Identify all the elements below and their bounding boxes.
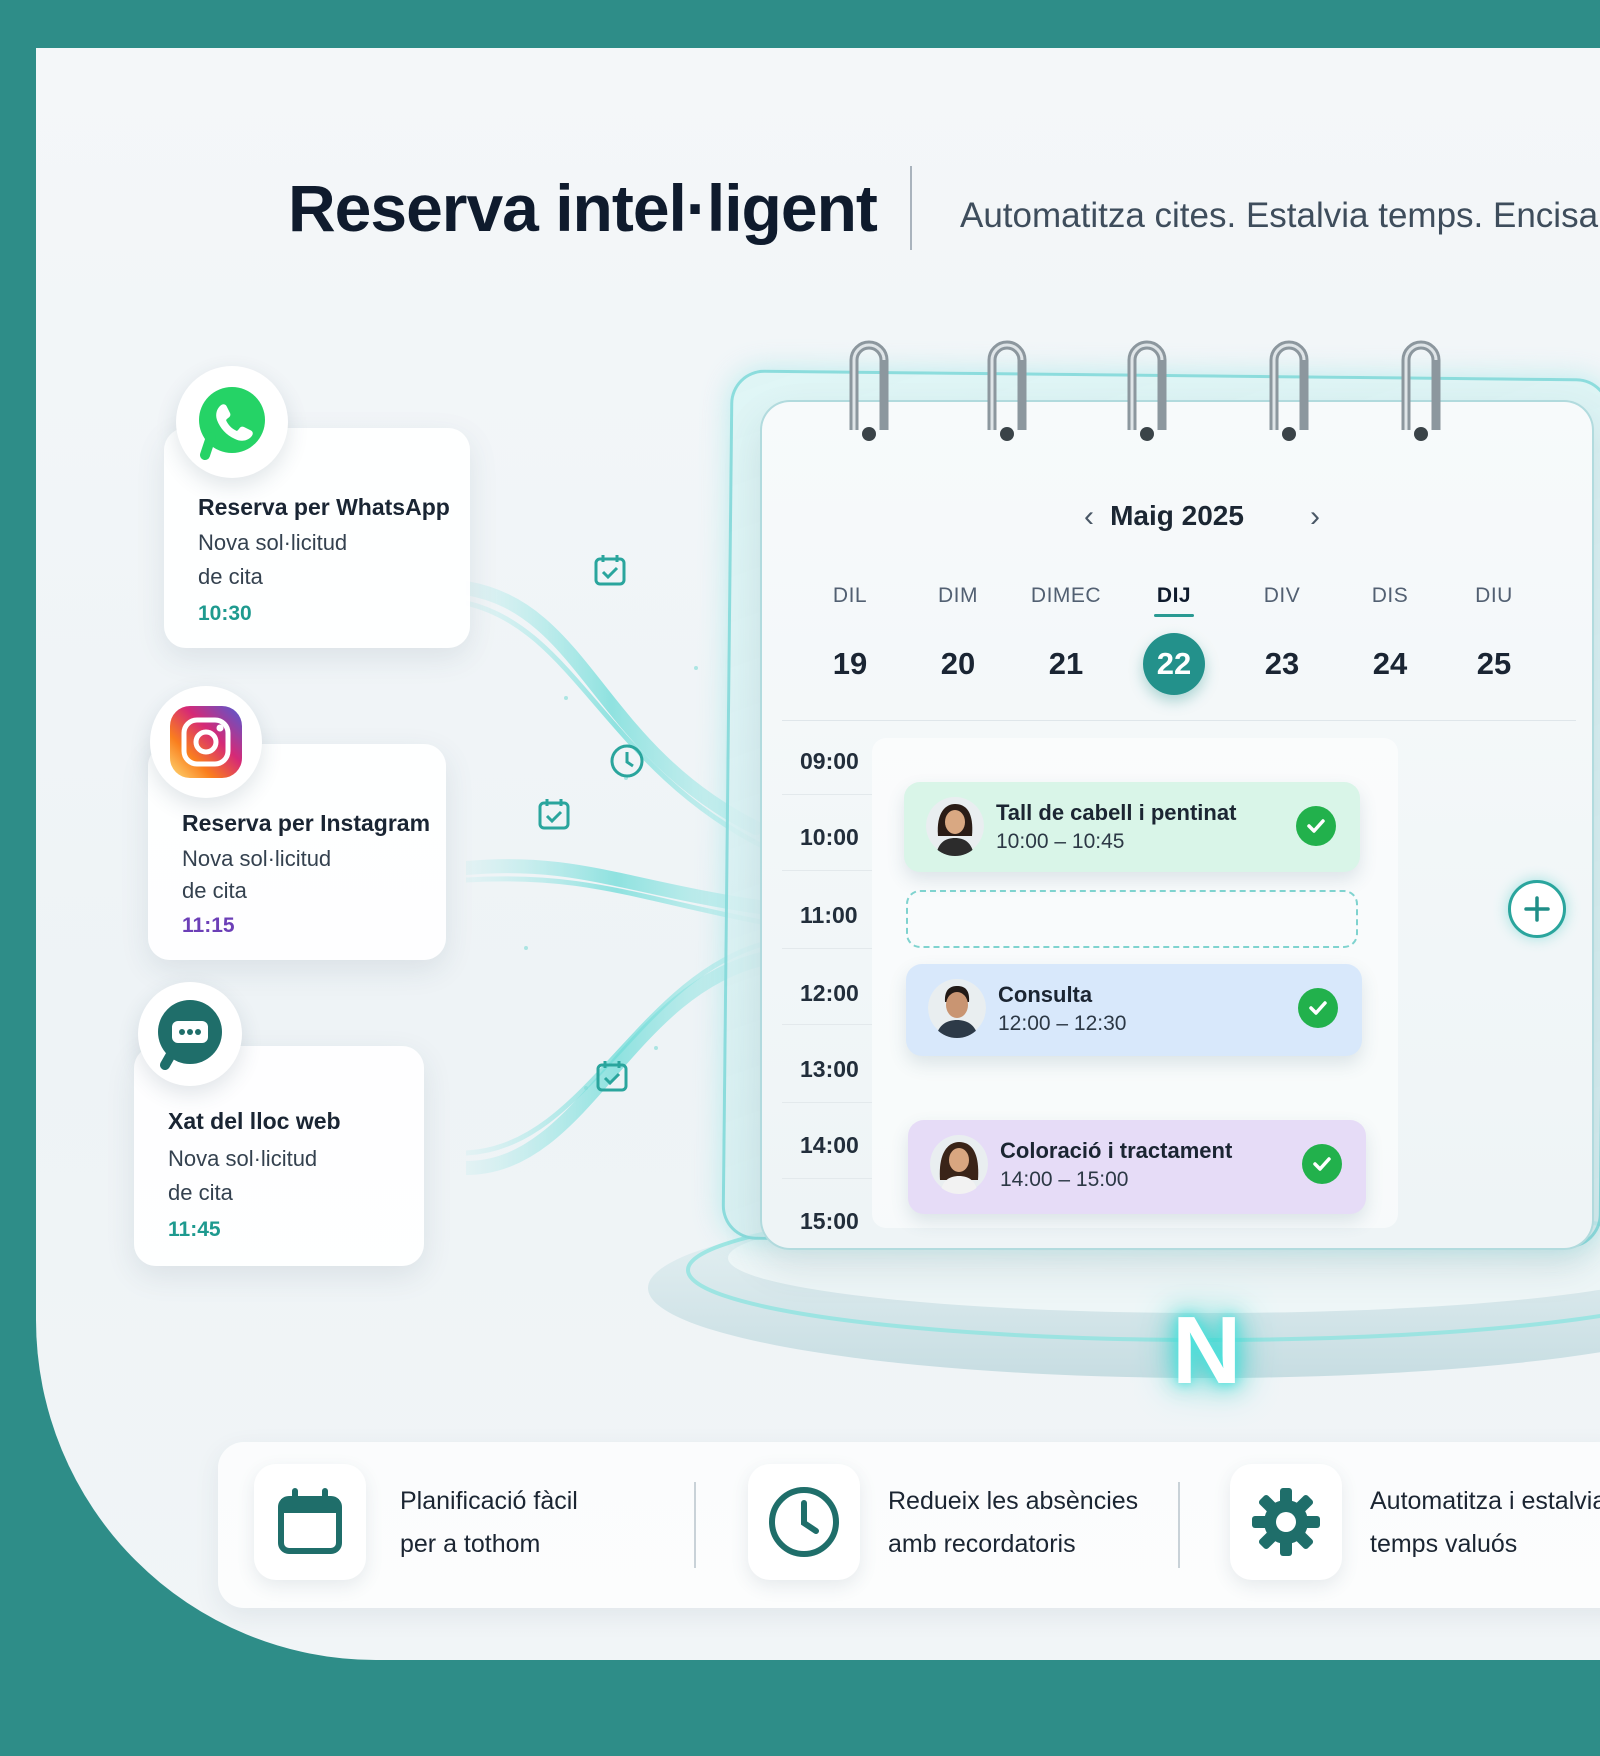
empty-time-slot[interactable] [906, 890, 1358, 948]
channel-line: Nova sol·licitud [198, 530, 348, 555]
channel-time: 11:45 [168, 1218, 221, 1241]
appointment-time: 10:00 – 10:45 [996, 830, 1125, 853]
avatar [928, 979, 986, 1038]
check-icon [1298, 988, 1338, 1028]
appointment-title: Tall de cabell i pentinat [996, 800, 1237, 825]
hour-label: 14:00 [800, 1132, 859, 1158]
appointment-haircut[interactable]: Tall de cabell i pentinat 10:00 – 10:45 [904, 782, 1360, 872]
main-panel: Reserva intel·ligent Automatitza cites. … [36, 48, 1600, 1660]
feature-text: Planificació fàcil per a tothom [400, 1480, 578, 1566]
clock-icon [610, 744, 644, 778]
feature-line: amb recordatoris [888, 1530, 1076, 1558]
day-number[interactable]: 20 [940, 646, 976, 681]
title-divider [910, 166, 912, 250]
calendar-check-icon [538, 799, 570, 830]
features-bar: Planificació fàcil per a tothom Redueix … [218, 1442, 1600, 1608]
day-number-selected[interactable]: 22 [1156, 646, 1192, 681]
feature-text: Redueix les absències amb recordatoris [888, 1480, 1138, 1566]
feature-line: Redueix les absències [888, 1487, 1139, 1515]
calendar-icon [254, 1464, 366, 1580]
channel-line: de cita [168, 1180, 233, 1205]
selected-day-indicator [1143, 633, 1205, 695]
next-month-button[interactable]: › [1310, 500, 1320, 533]
channel-line: Nova sol·licitud [182, 846, 332, 871]
feature-line: Planificació fàcil [400, 1487, 578, 1515]
day-number[interactable]: 21 [1048, 646, 1084, 681]
day-name: DIV [1263, 584, 1301, 607]
day-name: DIS [1371, 584, 1409, 607]
appointment-title: Consulta [998, 982, 1093, 1007]
month-label: Maig 2025 [1110, 500, 1244, 531]
channel-time: 11:15 [182, 914, 235, 937]
hour-line [782, 870, 872, 871]
hour-line [782, 794, 872, 795]
hour-line [782, 1102, 872, 1103]
check-icon [1302, 1144, 1342, 1184]
channel-line: de cita [182, 878, 247, 903]
day-number[interactable]: 23 [1264, 646, 1300, 681]
avatar [926, 797, 984, 856]
plus-icon [1524, 896, 1550, 922]
page-subtitle: Automatitza cites. Estalvia temps. Encis… [960, 196, 1599, 235]
appointment-coloring[interactable]: Coloració i tractament 14:00 – 15:00 [908, 1120, 1366, 1214]
binder-ring [1269, 340, 1309, 441]
day-number[interactable]: 19 [832, 646, 868, 681]
day-number[interactable]: 25 [1476, 646, 1512, 681]
brand-logo: N [1172, 1297, 1242, 1404]
check-icon [1296, 806, 1336, 846]
day-name: DIU [1475, 584, 1513, 607]
prev-month-button[interactable]: ‹ [1084, 500, 1094, 533]
feature-line: temps valuós [1370, 1530, 1518, 1558]
hour-line [782, 948, 872, 949]
month-header: Maig 2025 [762, 500, 1592, 532]
binder-ring [987, 340, 1027, 441]
feature-divider [694, 1482, 696, 1568]
feature-line: per a tothom [400, 1530, 541, 1558]
gear-icon [1230, 1464, 1342, 1580]
clock-icon [748, 1464, 860, 1580]
binder-ring [1127, 340, 1167, 441]
calendar-divider [782, 720, 1576, 721]
channel-line: de cita [198, 564, 263, 589]
appointment-time: 14:00 – 15:00 [1000, 1168, 1129, 1191]
hour-label: 10:00 [800, 824, 859, 850]
feature-line: Automatitza i estalvia [1370, 1487, 1600, 1515]
avatar [930, 1135, 988, 1194]
day-name: DIL [832, 584, 868, 607]
page-title: Reserva intel·ligent [288, 171, 878, 245]
calendar-widget: ‹ Maig 2025 › DIL DIM DIMEC DIJ DIV DIS … [760, 340, 1594, 1250]
appointment-title: Coloració i tractament [1000, 1138, 1233, 1163]
hour-label: 15:00 [800, 1208, 859, 1234]
binder-ring [849, 340, 889, 441]
flow-lines [466, 581, 773, 1175]
chat-icon [138, 982, 242, 1086]
channel-title: Reserva per WhatsApp [198, 494, 450, 520]
binder-ring [1401, 340, 1441, 441]
appointment-consultation[interactable]: Consulta 12:00 – 12:30 [906, 964, 1362, 1056]
instagram-icon [150, 686, 262, 798]
hour-label: 13:00 [800, 1056, 859, 1082]
channel-time: 10:30 [198, 602, 252, 625]
day-name: DIMEC [1030, 584, 1102, 607]
day-name: DIM [938, 584, 978, 607]
active-day-underline [1154, 614, 1194, 617]
channel-line: Nova sol·licitud [168, 1146, 318, 1171]
hour-line [782, 1024, 872, 1025]
channel-title: Reserva per Instagram [182, 810, 431, 836]
feature-text: Automatitza i estalvia temps valuós [1370, 1480, 1600, 1566]
whatsapp-icon [176, 366, 288, 478]
hour-line [782, 1178, 872, 1179]
appointment-time: 12:00 – 12:30 [998, 1012, 1127, 1035]
hour-label: 09:00 [800, 748, 859, 774]
hour-label: 11:00 [800, 902, 858, 928]
feature-divider [1178, 1482, 1180, 1568]
add-appointment-button[interactable] [1508, 880, 1566, 938]
day-name-active: DIJ [1156, 584, 1192, 607]
hour-label: 12:00 [800, 980, 859, 1006]
channel-title: Xat del lloc web [168, 1108, 341, 1134]
calendar-check-icon [594, 555, 626, 586]
calendar-check-icon [596, 1061, 628, 1092]
day-number[interactable]: 24 [1372, 646, 1408, 681]
